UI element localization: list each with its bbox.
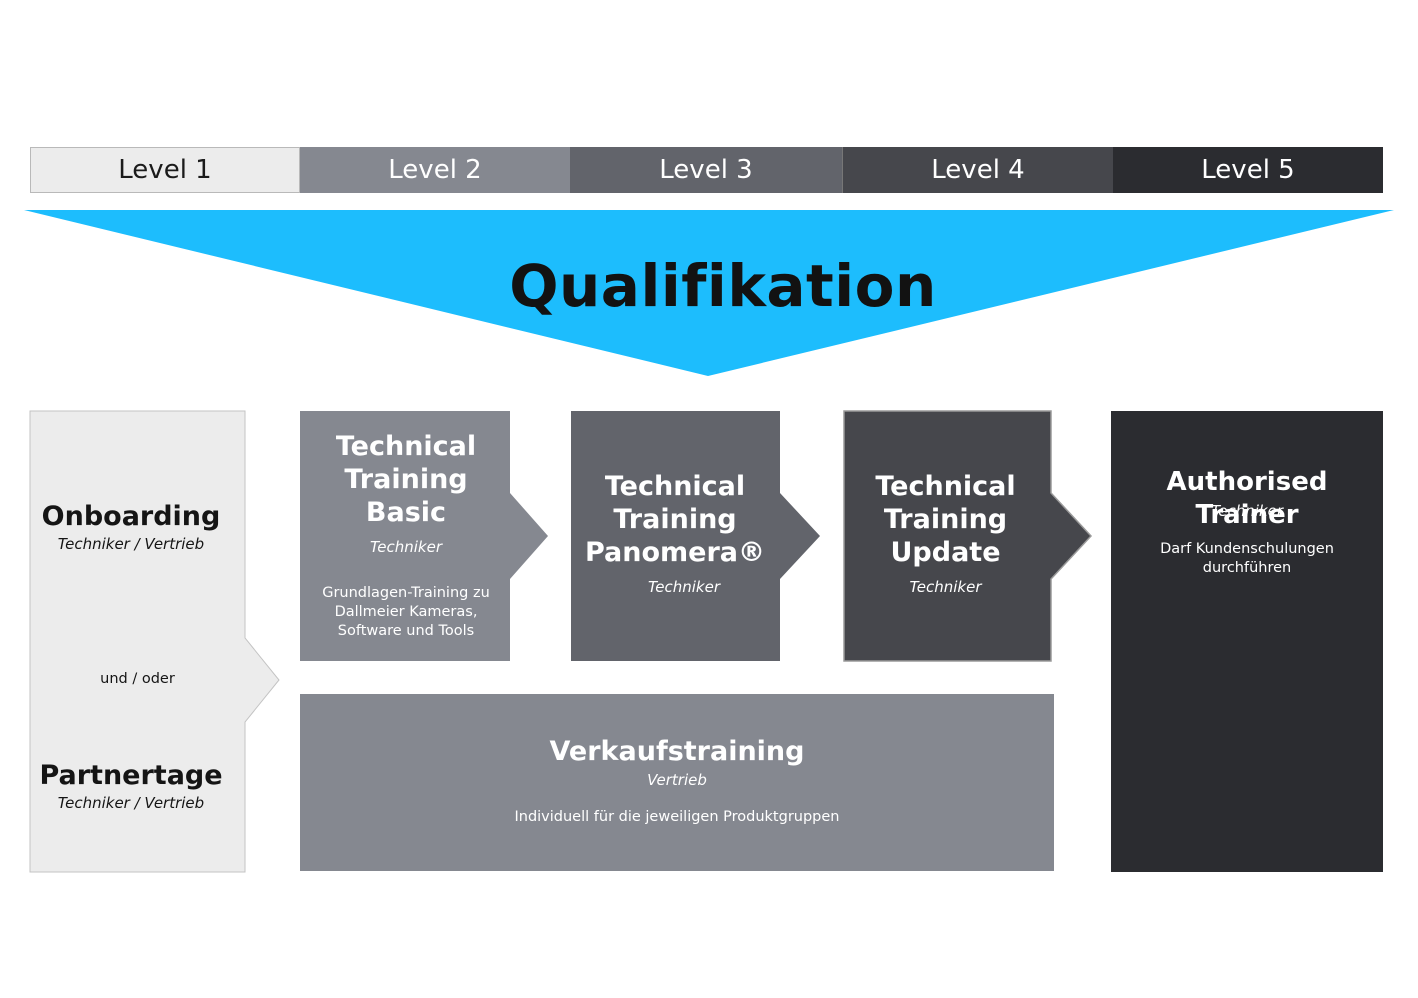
authorised-trainer-desc-line-1: Darf Kundenschulungen [1160, 541, 1334, 557]
training-update-title-line-2: Training [883, 504, 1008, 535]
training-basic-title-line-2: Training [344, 464, 468, 495]
verkaufstraining-description: Individuell für die jeweiligen Produktgr… [514, 809, 840, 825]
level-3-label: Level 3 [659, 155, 753, 185]
training-panomera-audience: Techniker [647, 578, 721, 596]
level-3: Level 3 [570, 147, 842, 193]
level-2: Level 2 [300, 147, 570, 193]
connector-text: und / oder [100, 671, 175, 687]
onboarding-audience: Techniker / Vertrieb [57, 535, 205, 553]
level-1: Level 1 [30, 147, 300, 193]
training-panomera-title-line-1: Technical [604, 471, 746, 502]
partnertage-audience: Techniker / Vertrieb [57, 794, 205, 812]
training-panomera-title-line-2: Training [613, 504, 737, 535]
training-basic-desc-line-1: Grundlagen-Training zu [322, 585, 490, 601]
authorised-trainer-box [1111, 411, 1383, 872]
level-5-label: Level 5 [1201, 155, 1295, 185]
authorised-trainer-title: Authorised Trainer [1166, 467, 1328, 530]
training-basic-title: Technical Training Basic [300, 430, 512, 529]
training-basic-description: Grundlagen-Training zu Dallmeier Kameras… [300, 584, 512, 641]
funnel-triangle [24, 210, 1394, 376]
level-1-label: Level 1 [118, 155, 212, 185]
qualification-funnel [24, 210, 1394, 376]
training-basic-audience: Techniker [369, 538, 443, 556]
training-panomera-title-line-3: Panomera® [584, 537, 766, 568]
authorised-trainer-description: Darf Kundenschulungen durchführen [1111, 540, 1383, 578]
training-basic-box [300, 411, 548, 661]
training-basic-title-line-3: Basic [365, 497, 447, 528]
verkaufstraining-title: Verkaufstraining [549, 736, 805, 767]
onboarding-title: Onboarding [41, 501, 221, 532]
level-4-label: Level 4 [931, 155, 1025, 185]
level-2-label: Level 2 [388, 155, 482, 185]
training-panomera-title: Technical Training Panomera® [571, 470, 779, 569]
authorised-trainer-audience: Techniker [1210, 502, 1284, 520]
verkaufstraining-box [300, 694, 1054, 871]
training-basic-desc-line-2: Dallmeier Kameras, [334, 604, 478, 620]
training-update-title: Technical Training Update [844, 470, 1047, 569]
training-panomera-box [571, 411, 820, 661]
training-basic-desc-line-3: Software und Tools [337, 623, 475, 639]
level-4: Level 4 [842, 147, 1113, 193]
partnertage-title: Partnertage [39, 760, 223, 791]
training-basic-title-line-1: Technical [335, 431, 477, 462]
training-update-box [843, 410, 1093, 662]
authorised-trainer-desc-line-2: durchführen [1202, 560, 1292, 576]
qualification-title: Qualifikation [509, 252, 937, 320]
onboarding-box [29, 410, 280, 873]
training-update-audience: Techniker [909, 578, 982, 596]
training-update-title-line-1: Technical [875, 471, 1016, 502]
verkaufstraining-audience: Vertrieb [647, 771, 707, 789]
training-update-title-line-3: Update [890, 537, 1001, 568]
level-5: Level 5 [1113, 147, 1383, 193]
